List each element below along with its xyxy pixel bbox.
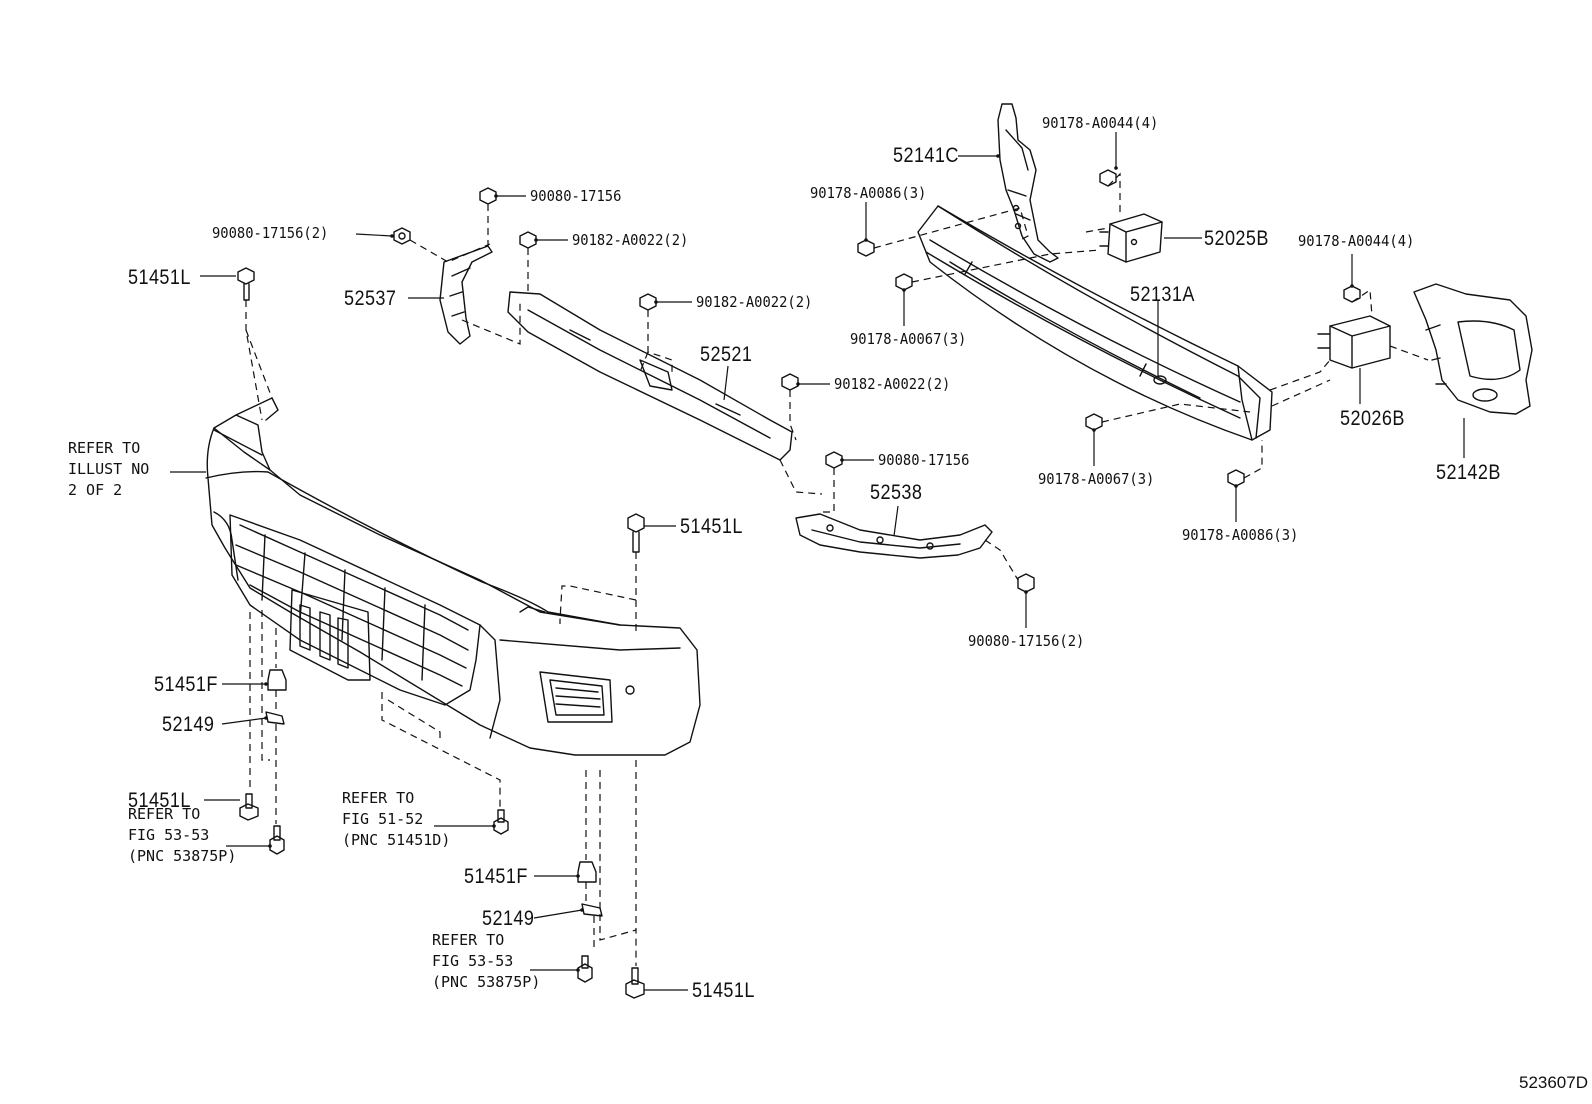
label-90178-A0044-right: 90178-A0044(4) (1298, 232, 1415, 250)
bracket-52537 (440, 246, 492, 344)
nut-90182-A0022-c (782, 374, 798, 390)
nut-90080-17156-mid (826, 452, 842, 468)
label-90178-A0086-top: 90178-A0086(3) (810, 184, 927, 202)
bumper-cover (206, 398, 700, 755)
label-52142B: 52142B (1436, 461, 1501, 484)
nut-90080-17156-left (394, 228, 410, 244)
crash-box-52026B (1318, 316, 1390, 368)
label-51451L-bottom: 51451L (692, 979, 755, 1002)
label-52538: 52538 (870, 481, 923, 504)
note-refer-fig-53-53-mid: REFER TO FIG 53-53 (PNC 53875P) (432, 931, 541, 991)
bracket-52142B (1414, 284, 1532, 414)
note-refer-fig-53-53-left: REFER TO FIG 53-53 (PNC 53875P) (128, 805, 237, 865)
nut-90178-A0044-top (1100, 170, 1116, 186)
nut-90182-A0022-b (640, 294, 656, 310)
label-51451F-mid: 51451F (464, 865, 528, 888)
label-90178-A0044-top: 90178-A0044(4) (1042, 114, 1159, 132)
fasteners (238, 170, 1360, 998)
nut-90178-A0067-top (896, 274, 912, 290)
label-90178-A0086-bottom: 90178-A0086(3) (1182, 526, 1299, 544)
bolt-51451L-left-bottom (240, 794, 258, 820)
nut-90182-A0022-a (520, 232, 536, 248)
leader-lines (170, 132, 1464, 990)
label-52521: 52521 (700, 343, 753, 366)
washer-52149-left (266, 712, 284, 724)
label-52025B: 52025B (1204, 227, 1269, 250)
bolt-51451L-top (238, 268, 254, 300)
label-90080-17156-bottom: 90080-17156(2) (968, 632, 1085, 650)
label-52141C: 52141C (893, 144, 959, 167)
label-52131A: 52131A (1130, 283, 1195, 306)
label-90080-17156-top: 90080-17156 (530, 187, 622, 205)
screw-left (270, 826, 284, 854)
label-52149-left: 52149 (162, 713, 215, 736)
note-refer-illust: REFER TO ILLUST NO 2 OF 2 (68, 439, 150, 499)
figure-id: 523607D (1518, 1073, 1588, 1092)
label-90178-A0067-top: 90178-A0067(3) (850, 330, 967, 348)
bolt-51451L-mid (628, 514, 644, 552)
washer-52149-mid (582, 904, 602, 916)
label-52149-mid: 52149 (482, 907, 535, 930)
note-refer-fig-51-52: REFER TO FIG 51-52 (PNC 51451D) (342, 789, 451, 849)
label-51451L-mid: 51451L (680, 515, 743, 538)
beam-52131A (918, 206, 1272, 440)
label-90182-A0022-c: 90182-A0022(2) (834, 375, 951, 393)
clip-51451F-mid (578, 862, 596, 882)
nut-90178-A0044-right (1344, 286, 1360, 302)
nut-90178-A0086-bottom (1228, 470, 1244, 486)
label-90080-17156-left: 90080-17156(2) (212, 224, 329, 242)
clip-51451F-left (268, 670, 286, 690)
label-90182-A0022-a: 90182-A0022(2) (572, 231, 689, 249)
bolt-51451L-bottom (626, 968, 644, 998)
nut-90080-17156-bottom (1018, 574, 1034, 592)
screw-51451D (494, 810, 508, 834)
crash-box-52025B (1100, 214, 1162, 262)
leader-dots (264, 154, 1354, 972)
label-51451F-left: 51451F (154, 673, 218, 696)
label-51451L-top: 51451L (128, 266, 191, 289)
label-90178-A0067-bottom: 90178-A0067(3) (1038, 470, 1155, 488)
label-51451L-left-bottom: 51451L (128, 789, 191, 812)
label-90182-A0022-b: 90182-A0022(2) (696, 293, 813, 311)
reinforcement-52521 (508, 292, 792, 460)
label-52537: 52537 (344, 287, 397, 310)
label-52026B: 52026B (1340, 407, 1405, 430)
nut-90178-A0067-bottom (1086, 414, 1102, 430)
screw-mid (578, 956, 592, 982)
assembly-lines (246, 174, 1428, 966)
nut-90178-A0086-top (858, 240, 874, 256)
nut-90080-17156-top (480, 188, 496, 204)
label-90080-17156-mid: 90080-17156 (878, 451, 970, 469)
